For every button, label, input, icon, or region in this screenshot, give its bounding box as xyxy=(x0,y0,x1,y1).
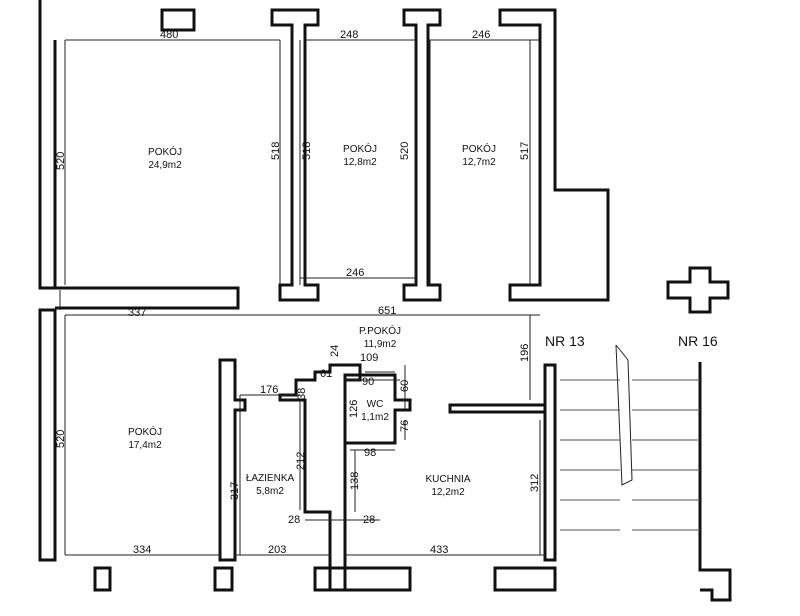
dimension: 520 xyxy=(399,142,411,160)
dimension: 246 xyxy=(346,267,364,279)
unit-label-nr16: NR 16 xyxy=(678,333,718,349)
room-name: P.POKÓJ xyxy=(359,324,401,337)
dimension: 480 xyxy=(160,29,178,41)
room-name: POKÓJ xyxy=(343,142,377,155)
room-label-lazienka: ŁAZIENKA 5,8m2 xyxy=(246,473,295,497)
dimension: 90 xyxy=(362,376,374,388)
dimension: 76 xyxy=(399,420,411,432)
dimension: 518 xyxy=(270,142,282,160)
dimension: 518 xyxy=(301,142,313,160)
room-area: 1,1m2 xyxy=(361,412,389,423)
room-area: 5,8m2 xyxy=(256,486,284,497)
dimension: 433 xyxy=(430,544,448,556)
dimension: 61 xyxy=(320,368,332,380)
dimension: 203 xyxy=(268,544,286,556)
dimension: 317 xyxy=(229,482,241,500)
room-label-przedpokoj: P.POKÓJ 11,9m2 xyxy=(359,324,401,350)
room-area: 12,2m2 xyxy=(431,487,465,498)
dimension: 38 xyxy=(296,388,308,400)
dimension-labels: 480 248 246 520 518 518 520 517 246 337 … xyxy=(55,29,541,556)
room-label-kuchnia: KUCHNIA 12,2m2 xyxy=(425,474,470,498)
room-label-pokoj-3: POKÓJ 12,7m2 xyxy=(462,142,496,168)
unit-label-nr13: NR 13 xyxy=(545,333,585,349)
dimension-lines xyxy=(59,39,700,556)
dimension: 28 xyxy=(363,514,375,526)
dimension: 126 xyxy=(348,400,360,418)
dimension: 98 xyxy=(364,447,376,459)
dimension: 196 xyxy=(519,344,531,362)
dimension: 651 xyxy=(378,305,396,317)
room-name: POKÓJ xyxy=(148,145,182,158)
room-name: POKÓJ xyxy=(128,425,162,438)
room-label-pokoj-1: POKÓJ 24,9m2 xyxy=(148,145,182,171)
room-name: WC xyxy=(367,399,384,410)
dimension: 176 xyxy=(260,384,278,396)
room-area: 12,8m2 xyxy=(343,157,377,168)
room-area: 12,7m2 xyxy=(462,157,496,168)
dimension: 109 xyxy=(360,352,378,364)
dimension: 212 xyxy=(295,452,307,470)
room-name: ŁAZIENKA xyxy=(246,473,295,484)
room-name: POKÓJ xyxy=(462,142,496,155)
dimension: 334 xyxy=(133,544,151,556)
room-area: 17,4m2 xyxy=(128,440,162,451)
room-name: KUCHNIA xyxy=(425,474,470,485)
dimension: 312 xyxy=(529,474,541,492)
room-label-pokoj-2: POKÓJ 12,8m2 xyxy=(343,142,377,168)
dimension: 60 xyxy=(399,380,411,392)
dimension: 138 xyxy=(349,472,361,490)
room-area: 24,9m2 xyxy=(148,160,182,171)
dimension: 517 xyxy=(519,142,531,160)
dimension: 28 xyxy=(288,514,300,526)
room-area: 11,9m2 xyxy=(364,339,397,350)
dimension: 520 xyxy=(55,152,67,170)
dimension: 246 xyxy=(472,29,490,41)
room-label-pokoj-4: POKÓJ 17,4m2 xyxy=(128,425,162,451)
dimension: 248 xyxy=(340,29,358,41)
walls xyxy=(38,0,732,602)
dimension: 520 xyxy=(55,430,67,448)
room-label-wc: WC 1,1m2 xyxy=(361,399,389,423)
dimension: 337 xyxy=(128,307,146,319)
dimension: 24 xyxy=(329,345,341,357)
